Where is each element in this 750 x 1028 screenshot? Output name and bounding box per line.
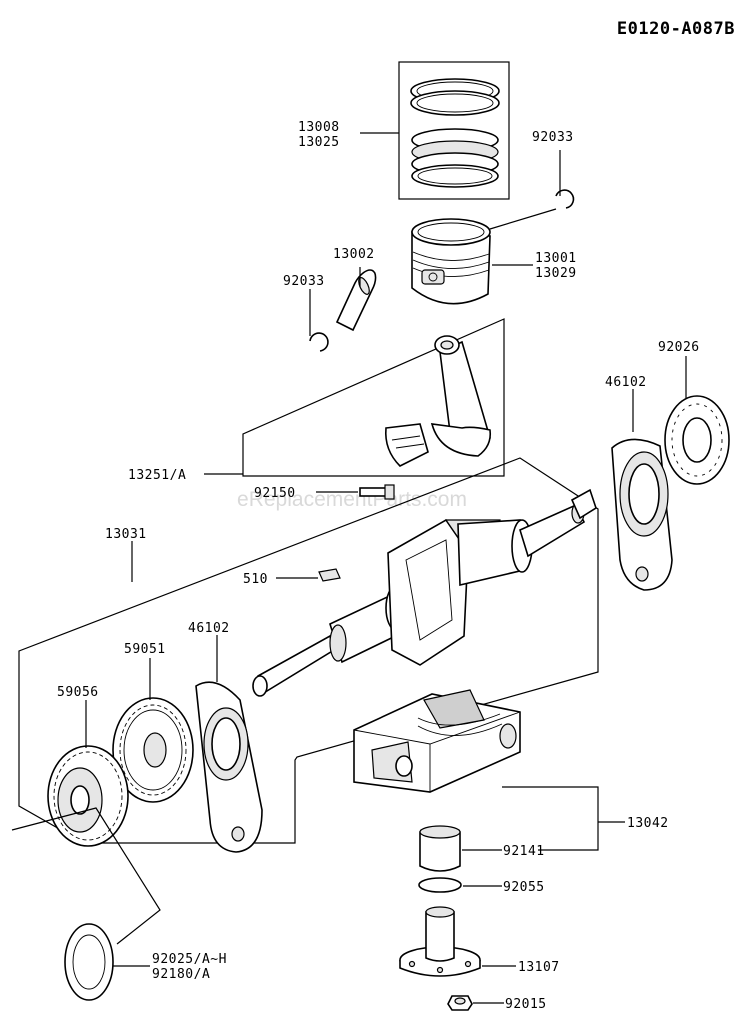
- piston-part[interactable]: [411, 218, 491, 305]
- label-gear-helical: 59056: [57, 685, 99, 700]
- shaft-holder-part[interactable]: [399, 906, 481, 977]
- label-crankshaft: 13031: [105, 527, 147, 542]
- label-piston-rings-b: 13025: [298, 135, 340, 150]
- key-part[interactable]: [318, 568, 341, 582]
- rod-bolt-part[interactable]: [359, 484, 395, 500]
- circlip-right-part[interactable]: [555, 189, 575, 209]
- label-connecting-rod: 13251/A: [128, 468, 186, 483]
- label-o-ring: 92055: [503, 880, 545, 895]
- label-piston-a: 13001: [535, 251, 577, 266]
- piston-pin-part[interactable]: [335, 269, 377, 332]
- crankshaft-part[interactable]: [252, 488, 597, 697]
- label-key: 510: [243, 572, 268, 587]
- label-piston-b: 13029: [535, 266, 577, 281]
- label-rod-bolt: 92150: [254, 486, 296, 501]
- watermark: eReplacementParts.com: [237, 488, 467, 511]
- gear-helical-part[interactable]: [47, 745, 129, 847]
- label-shaft-holder: 13107: [518, 960, 560, 975]
- washer-right-part[interactable]: [664, 395, 730, 485]
- label-circlip-left: 92033: [283, 274, 325, 289]
- label-thrust-plate-left: 46102: [188, 621, 230, 636]
- gear-large-part[interactable]: [112, 697, 194, 803]
- thrust-plate-right-part[interactable]: [611, 438, 673, 591]
- label-thrust-plate-right: 46102: [605, 375, 647, 390]
- label-nut: 92015: [505, 997, 547, 1012]
- label-washer-bottom-b: 92180/A: [152, 967, 210, 982]
- collar-part[interactable]: [419, 825, 461, 872]
- thrust-plate-left-part[interactable]: [195, 681, 263, 853]
- diagram-code: E0120-A087B: [617, 19, 735, 39]
- nut-part[interactable]: [447, 995, 473, 1011]
- label-collar: 92141: [503, 844, 545, 859]
- label-gear-large: 59051: [124, 642, 166, 657]
- circlip-left-part[interactable]: [309, 332, 329, 352]
- connecting-rod-part[interactable]: [384, 335, 492, 467]
- crankshaft-group-outline: [18, 457, 599, 844]
- label-washer-right: 92026: [658, 340, 700, 355]
- piston-rings-part[interactable]: [398, 61, 510, 200]
- label-circlip-right: 92033: [532, 130, 574, 145]
- label-piston-pin: 13002: [333, 247, 375, 262]
- label-washer-bottom-a: 92025/A~H: [152, 952, 227, 967]
- balancer-part[interactable]: [353, 689, 521, 793]
- label-balancer: 13042: [627, 816, 669, 831]
- label-piston-rings-a: 13008: [298, 120, 340, 135]
- o-ring-part[interactable]: [418, 877, 462, 893]
- washer-bottom-part[interactable]: [64, 923, 114, 1001]
